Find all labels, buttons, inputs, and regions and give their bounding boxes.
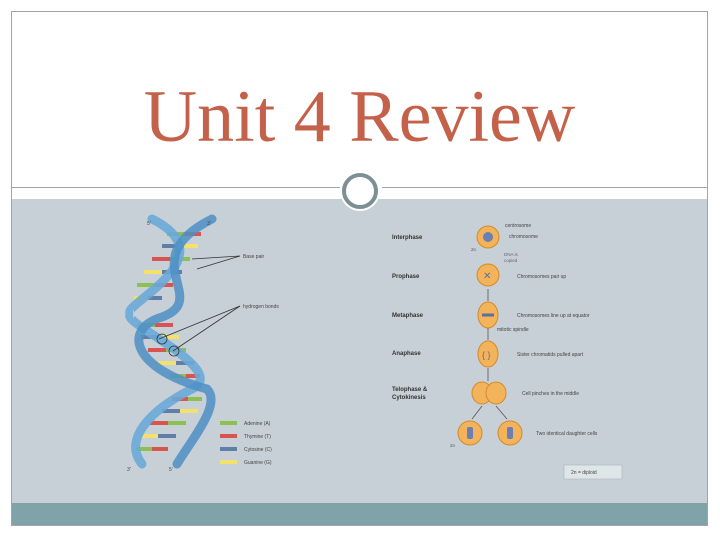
annotation-dna-copied: DNA is (504, 252, 519, 257)
legend-swatch-guanine (220, 460, 237, 464)
mitosis-cells: ✕ { } (457, 225, 523, 446)
annotation-prophase: Chromosomes pair up (517, 274, 566, 280)
dna-backbone-2 (134, 214, 217, 469)
content-panel: 5' 3' 3' 5' Base pair hydrogen bonds Ade… (12, 199, 707, 503)
annotation-diploid: 2n = diploid (571, 470, 597, 476)
legend-label-cytosine: Cytosine (C) (244, 447, 272, 453)
strand-label-top-left: 5' (147, 221, 151, 227)
phase-label-cytokinesis: Cytokinesis (392, 395, 426, 401)
mitosis-annotations: centrosome chromosome 2n DNA is copied C… (450, 223, 623, 480)
annotation-telophase: Cell pinches in the middle (522, 391, 579, 397)
legend-swatch-cytosine (220, 447, 237, 451)
annotation-centrosome: centrosome (505, 223, 531, 229)
phase-label-anaphase: Anaphase (392, 351, 421, 357)
annotation-daughter-cells: Two identical daughter cells (536, 431, 598, 437)
annotation-metaphase: Chromosomes line up at equator (517, 313, 590, 319)
svg-text:{ }: { } (482, 350, 491, 360)
annotation-dna-copied-2: copied (504, 258, 518, 263)
dna-helix: 5' 3' 3' 5' Base pair hydrogen bonds (125, 214, 279, 473)
strand-label-top-right: 3' (207, 221, 211, 227)
divider-left (12, 187, 340, 188)
mitosis-phase-labels: Interphase Prophase Metaphase Anaphase T… (392, 235, 428, 401)
hydrogen-bonds-label: hydrogen bonds (243, 304, 279, 310)
anaphase-cell (477, 340, 499, 368)
annotation-2n-top: 2n (471, 247, 477, 252)
annotation-chromosome: chromosome (509, 234, 538, 240)
strand-label-bottom-left: 3' (127, 467, 131, 473)
biology-diagram: 5' 3' 3' 5' Base pair hydrogen bonds Ade… (125, 214, 623, 480)
phase-label-interphase: Interphase (392, 235, 423, 241)
footer-bar (12, 503, 707, 525)
phase-label-prophase: Prophase (392, 274, 420, 280)
legend-label-thymine: Thymine (T) (244, 434, 271, 440)
base-pair-label: Base pair (243, 254, 264, 260)
slide-title: Unit 4 Review (143, 76, 576, 158)
phase-label-metaphase: Metaphase (392, 313, 424, 319)
dna-legend: Adenine (A) Thymine (T) Cytosine (C) Gua… (220, 421, 272, 466)
legend-swatch-adenine (220, 421, 237, 425)
phase-label-telophase: Telophase & (392, 387, 428, 393)
telophase-cell-right (485, 381, 507, 405)
diploid-box (563, 464, 623, 480)
legend-swatch-thymine (220, 434, 237, 438)
svg-text:✕: ✕ (483, 271, 491, 282)
annotation-2n-bottom: 2n (450, 443, 456, 448)
legend-label-guanine: Guanine (G) (244, 460, 272, 466)
title-badge-icon (340, 171, 380, 211)
prophase-cell (476, 263, 500, 287)
annotation-mitotic-spindle: mitotic spindle (497, 327, 529, 333)
strand-label-bottom-right: 5' (169, 467, 173, 473)
slide-frame (11, 11, 708, 526)
annotation-anaphase: Sister chromatids pulled apart (517, 352, 584, 358)
divider-right (382, 187, 707, 188)
legend-label-adenine: Adenine (A) (244, 421, 271, 427)
